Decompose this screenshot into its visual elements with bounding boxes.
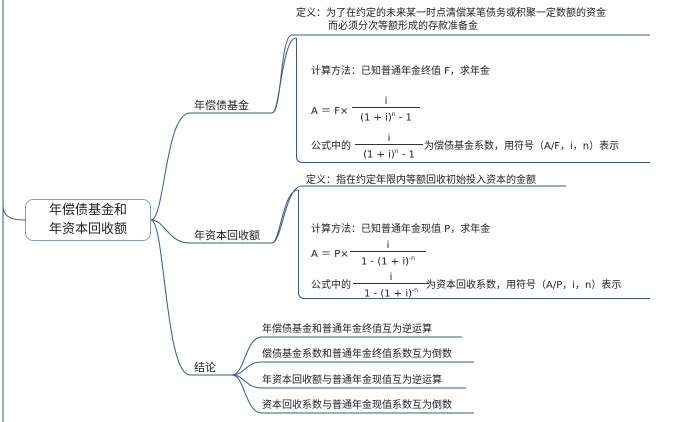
sinking-formula-lhs: A ＝ F× (311, 106, 349, 117)
sinking-formula-numerator: i (384, 96, 388, 107)
conclusion-item-3[interactable]: 年资本回收额与普通年金现值互为逆运算 (262, 375, 442, 386)
branch-conclusion[interactable]: 结论 (194, 361, 216, 374)
link-root-sinking (150, 112, 272, 221)
root-line-2: 年资本回收额 (48, 222, 127, 237)
link-root-conclusion (150, 219, 232, 376)
capital-note-suffix: 为资本回收系数，用符号（A/P，i，n）表示 (426, 280, 622, 291)
conclusion-item-4[interactable]: 资本回收系数与普通年金现值系数互为倒数 (262, 400, 452, 411)
link-conclusion-2 (231, 361, 474, 376)
capital-note-prefix: 公式中的 (311, 280, 351, 291)
branch-capital-recovery[interactable]: 年资本回收额 (194, 229, 260, 242)
sinking-note-suffix: 为偿债基金系数，用符号（A/F，i，n）表示 (424, 141, 620, 152)
branch-sinking-fund[interactable]: 年偿债基金 (194, 99, 249, 112)
sinking-detail-box (296, 38, 650, 163)
sinking-formula-denominator: (1 + i)n - 1 (352, 107, 420, 123)
root-line-1: 年偿债基金和 (48, 203, 127, 218)
root-connector-left (2, 204, 26, 221)
sinking-note-fraction: i (1 + i)n - 1 (355, 133, 423, 160)
sinking-definition-line-2: 而必须分次等额形成的存款准备金 (328, 21, 478, 32)
link-root-capital (150, 219, 272, 244)
capital-formula-fraction: i 1 - (1 + i)-n (350, 240, 426, 267)
sinking-formula-fraction: i (1 + i)n - 1 (352, 96, 420, 123)
sinking-note-prefix: 公式中的 (311, 141, 351, 152)
capital-formula-denominator: 1 - (1 + i)-n (350, 251, 426, 267)
link-sinking-detail (271, 37, 297, 114)
sinking-definition-line-1: 定义：为了在约定的未来某一时点清偿某笔债务或积聚一定数额的资金 (296, 8, 606, 19)
sinking-method: 计算方法：已知普通年金终值 F，求年金 (311, 66, 490, 77)
capital-definition: 定义：指在约定年限内等额回收初始投入资本的金额 (306, 175, 536, 186)
capital-note-numerator: i (389, 272, 393, 283)
capital-method: 计算方法：已知普通年金现值 P，求年金 (311, 224, 491, 235)
link-capital-detail (271, 189, 299, 244)
conclusion-item-1[interactable]: 年偿债基金和普通年金终值互为逆运算 (262, 324, 432, 335)
link-conclusion-1 (231, 336, 462, 376)
sinking-note-denominator: (1 + i)n - 1 (355, 144, 423, 160)
capital-formula-lhs: A ＝ P× (311, 249, 349, 260)
capital-note-fraction: i 1 - (1 + i)-n (353, 272, 429, 299)
conclusion-item-2[interactable]: 偿债基金系数和普通年金终值系数互为倒数 (262, 349, 452, 360)
capital-note-denominator: 1 - (1 + i)-n (353, 283, 429, 299)
capital-formula-numerator: i (386, 240, 390, 251)
capital-detail-box (298, 190, 650, 299)
sinking-note-numerator: i (387, 133, 391, 144)
link-conclusion-4 (231, 374, 474, 414)
root-node[interactable]: 年偿债基金和 年资本回收额 (25, 199, 151, 241)
link-conclusion-3 (231, 374, 466, 389)
